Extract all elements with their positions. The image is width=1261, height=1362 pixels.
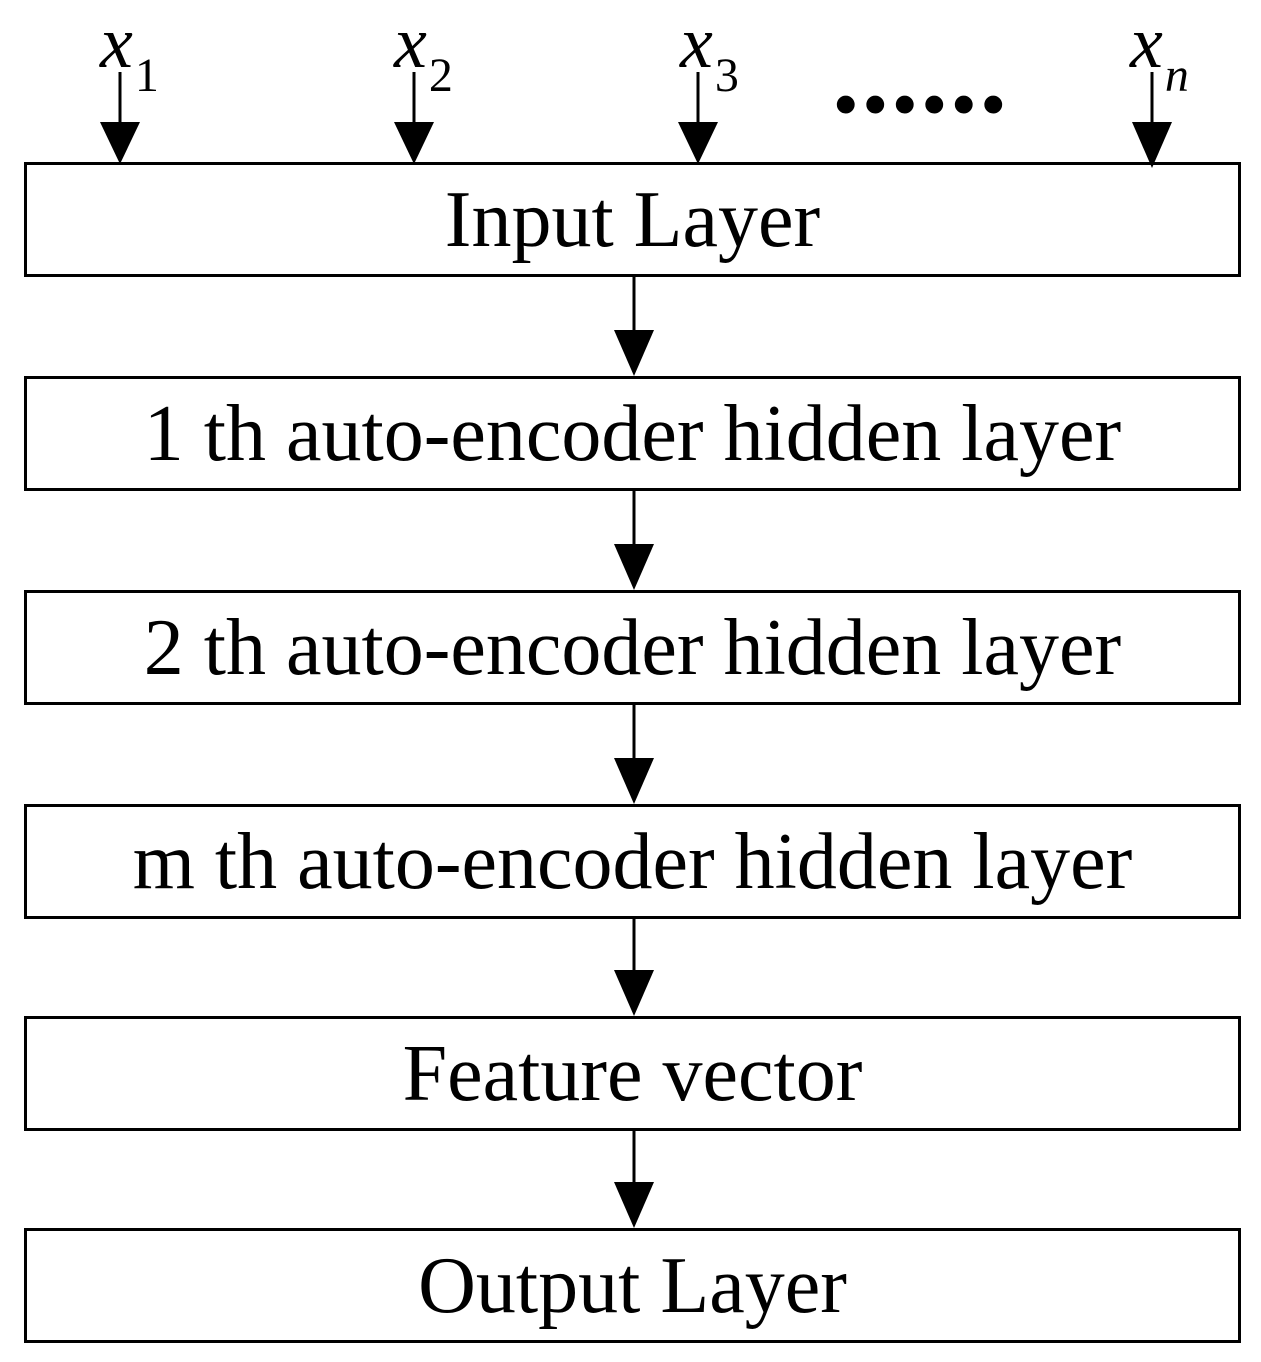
- input-layer-label: Input Layer: [444, 175, 821, 264]
- input-x2: x2: [394, 6, 453, 100]
- arrow-x2: [394, 72, 434, 164]
- arrow-x3: [678, 72, 718, 164]
- input-xn-subscript: n: [1164, 49, 1189, 102]
- hidden-layer-2-box: 2 th auto-encoder hidden layer: [24, 590, 1241, 705]
- feature-vector-box: Feature vector: [24, 1016, 1241, 1131]
- input-x1-symbol: x: [100, 2, 133, 84]
- arrow-hiddenm-to-feature: [614, 919, 654, 1016]
- input-layer-box: Input Layer: [24, 162, 1241, 277]
- input-ellipsis: ......: [832, 14, 1009, 136]
- output-layer-box: Output Layer: [24, 1228, 1241, 1343]
- input-x1-subscript: 1: [134, 49, 159, 102]
- arrow-x1: [100, 72, 140, 164]
- hidden-layer-1-box: 1 th auto-encoder hidden layer: [24, 376, 1241, 491]
- input-xn-symbol: x: [1130, 2, 1163, 84]
- input-x3: x3: [680, 6, 739, 100]
- input-x3-symbol: x: [680, 2, 713, 84]
- input-xn: xn: [1130, 6, 1189, 100]
- hidden-layer-m-box: m th auto-encoder hidden layer: [24, 804, 1241, 919]
- arrow-input-to-hidden1: [614, 277, 654, 376]
- output-layer-label: Output Layer: [418, 1241, 847, 1330]
- arrow-feature-to-output: [614, 1131, 654, 1228]
- input-x1: x1: [100, 6, 159, 100]
- hidden-layer-m-label: m th auto-encoder hidden layer: [132, 817, 1133, 906]
- input-x2-subscript: 2: [428, 49, 453, 102]
- input-x3-subscript: 3: [714, 49, 739, 102]
- arrow-hidden2-to-hiddenm: [614, 705, 654, 804]
- hidden-layer-1-label: 1 th auto-encoder hidden layer: [143, 389, 1122, 478]
- arrow-hidden1-to-hidden2: [614, 491, 654, 590]
- feature-vector-label: Feature vector: [402, 1029, 863, 1118]
- hidden-layer-2-label: 2 th auto-encoder hidden layer: [143, 603, 1122, 692]
- input-x2-symbol: x: [394, 2, 427, 84]
